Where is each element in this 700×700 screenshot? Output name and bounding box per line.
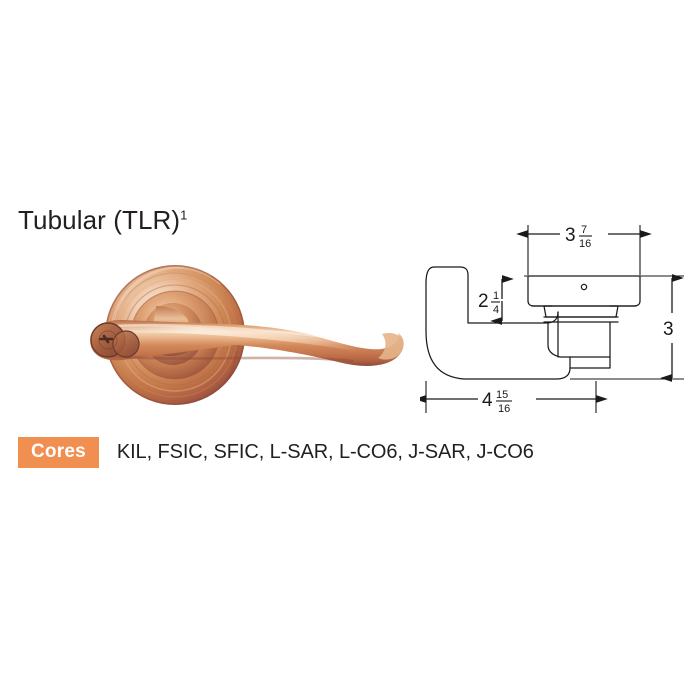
dimension-lever-height: 2 1 4 <box>478 275 514 325</box>
lever-profile-outline <box>425 266 571 380</box>
dimension-line-drawing: 3 7 16 2 1 4 4 15 16 <box>420 205 700 420</box>
screw-hole <box>580 283 588 291</box>
page-title: Tubular (TLR)1 <box>18 205 188 236</box>
cores-row: Cores KIL, FSIC, SFIC, L-SAR, L-CO6, J-S… <box>18 437 534 468</box>
dim-lever-projection-whole: 4 <box>482 390 493 411</box>
cores-values: KIL, FSIC, SFIC, L-SAR, L-CO6, J-SAR, J-… <box>116 440 534 463</box>
dim-lever-height-numerator: 1 <box>493 290 499 302</box>
dimension-rose-height: 3 <box>660 274 684 382</box>
dimension-rose-diameter: 3 7 16 <box>516 224 652 250</box>
footnote-marker: 1 <box>180 207 188 223</box>
dim-rose-diameter-numerator: 7 <box>581 224 587 236</box>
key-cylinder <box>90 322 140 358</box>
dimension-lever-projection: 4 15 16 <box>420 389 608 415</box>
lever-arm <box>90 306 404 366</box>
dim-rose-diameter-whole: 3 <box>565 225 576 246</box>
dim-lever-height-whole: 2 <box>478 291 489 312</box>
dim-lever-projection-denominator: 16 <box>498 403 510 415</box>
page-title-text: Tubular (TLR) <box>18 205 181 235</box>
dim-rose-height-value: 3 <box>663 319 674 340</box>
rose-profile-outline <box>527 275 641 369</box>
dim-rose-diameter-denominator: 16 <box>579 238 591 250</box>
cores-badge: Cores <box>18 437 99 468</box>
dim-lever-projection-numerator: 15 <box>496 389 508 401</box>
bronze-lever-handle-photo <box>60 240 420 430</box>
dim-lever-height-denominator: 4 <box>493 304 499 316</box>
